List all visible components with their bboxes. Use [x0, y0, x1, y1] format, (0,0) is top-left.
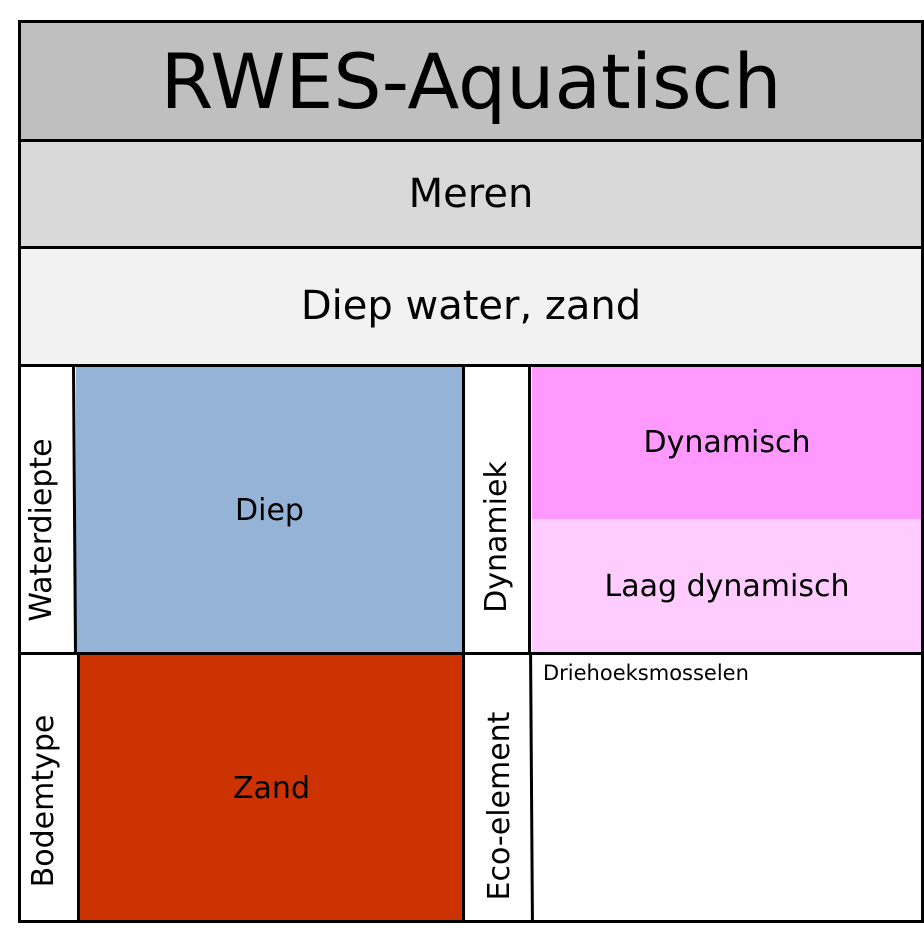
divider-right-label-lower — [529, 653, 534, 923]
waterdiepte-label: Waterdiepte — [24, 438, 59, 622]
eco-element-label: Eco-element — [482, 711, 517, 901]
divider-level1 — [18, 246, 924, 249]
border-top — [18, 20, 924, 23]
bodemtype-value: Zand — [233, 770, 310, 806]
divider-middle — [18, 652, 924, 655]
bodemtype-value-cell: Zand — [80, 655, 463, 921]
divider-center — [462, 366, 465, 922]
dynamiek-value-cell-1: Dynamisch — [532, 366, 922, 519]
divider-level2 — [18, 364, 924, 367]
divider-left-label-lower — [77, 654, 80, 922]
border-bottom — [18, 920, 924, 923]
eco-element-item-text: Driehoeksmosselen — [543, 661, 749, 685]
dynamiek-value-1: Dynamisch — [643, 425, 811, 460]
dynamiek-value-2: Laag dynamisch — [604, 569, 850, 604]
dynamiek-label: Dynamiek — [479, 461, 514, 613]
border-left — [18, 20, 21, 923]
divider-right-label — [528, 366, 531, 655]
eco-element-item: Driehoeksmosselen — [543, 661, 749, 685]
level2-text: Diep water, zand — [300, 283, 642, 329]
level2-banner: Diep water, zand — [20, 247, 922, 365]
dynamiek-value-cell-2: Laag dynamisch — [532, 519, 922, 654]
divider-title — [18, 139, 924, 142]
border-right — [921, 20, 924, 923]
title-text: RWES-Aquatisch — [160, 36, 782, 126]
waterdiepte-value-cell: Diep — [76, 366, 463, 654]
title-banner: RWES-Aquatisch — [20, 22, 922, 140]
waterdiepte-value: Diep — [235, 492, 304, 528]
bodemtype-label: Bodemtype — [26, 714, 61, 888]
level1-banner: Meren — [20, 140, 922, 247]
level1-text: Meren — [408, 170, 534, 217]
